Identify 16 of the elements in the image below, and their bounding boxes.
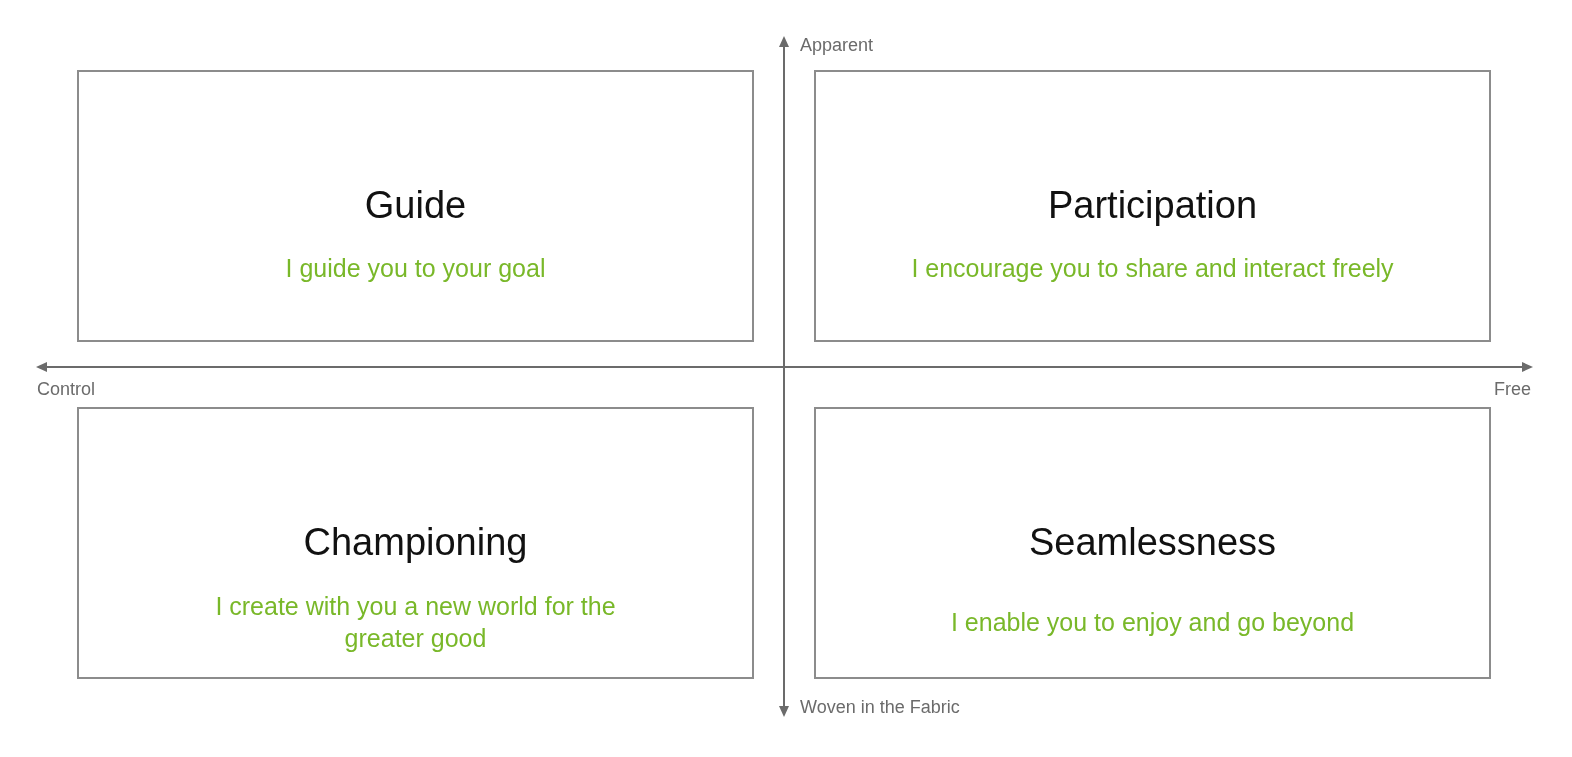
axis-label: Apparent xyxy=(800,34,874,56)
quadrant-box xyxy=(814,70,1491,342)
quadrant-title: Guide xyxy=(364,183,467,228)
quadrant-box xyxy=(814,407,1491,679)
quadrant-title: Participation xyxy=(1047,183,1258,228)
quadrant-box xyxy=(77,407,754,679)
quadrant-description: I create with you a new world for the greater good xyxy=(214,591,617,654)
axis-label: Woven in the Fabric xyxy=(800,696,960,718)
axis-label: Free xyxy=(1494,378,1531,400)
quadrant-description: I enable you to enjoy and go beyond xyxy=(950,607,1355,638)
quadrant-title: Seamlessness xyxy=(1028,520,1277,565)
axis-label: Control xyxy=(37,378,96,400)
quadrant-description: I guide you to your goal xyxy=(285,253,546,284)
quadrant-title: Championing xyxy=(303,520,528,565)
quadrant-description: I encourage you to share and interact freely xyxy=(911,253,1394,284)
quadrant-box xyxy=(77,70,754,342)
